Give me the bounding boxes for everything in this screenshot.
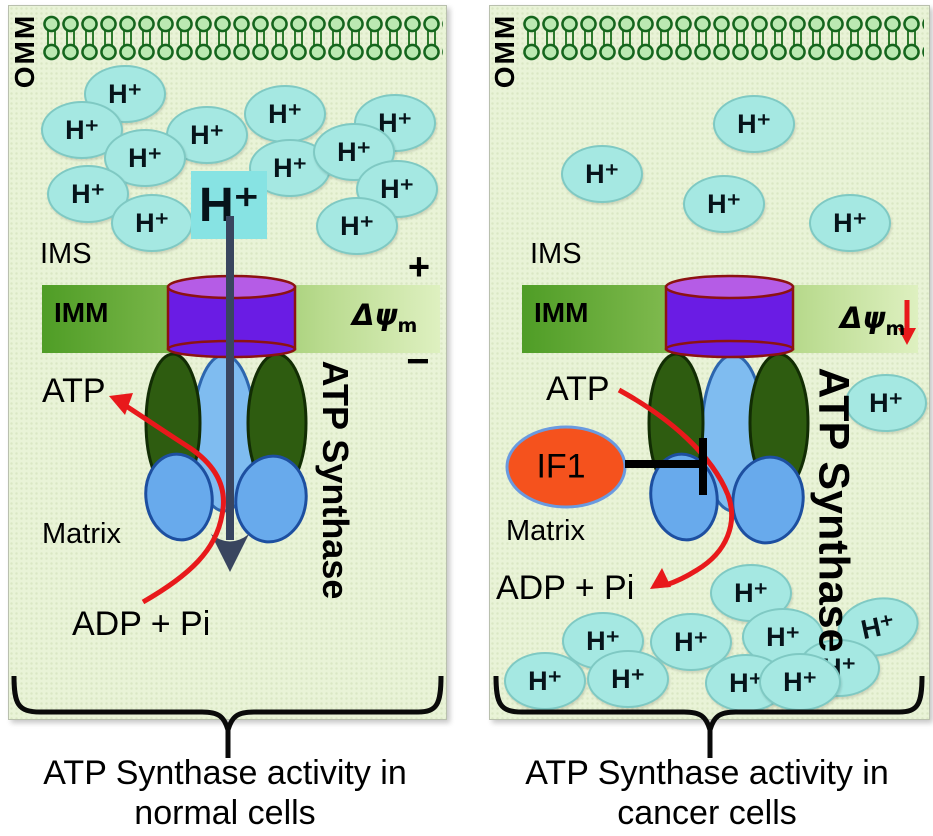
atp-label-normal: ATP	[42, 372, 106, 410]
outer-membrane-normal	[42, 14, 443, 62]
minus-sign: −	[406, 339, 430, 384]
caption-normal-line2: normal cells	[134, 794, 316, 832]
delta-psi-label-normal: Δψm	[352, 298, 417, 337]
h-plus-ion: H⁺	[111, 194, 193, 252]
omm-label-normal: OMM	[9, 13, 40, 89]
caption-normal: ATP Synthase activity in normal cells	[43, 753, 406, 833]
h-plus-ion: H⁺	[313, 123, 395, 181]
caption-cancer: ATP Synthase activity in cancer cells	[525, 753, 888, 833]
imm-label-cancer: IMM	[534, 297, 589, 328]
caption-cancer-line1: ATP Synthase activity in	[525, 754, 889, 792]
h-plus-ion: H⁺	[244, 85, 326, 143]
h-plus-ion: H⁺	[683, 175, 765, 233]
caption-cancer-line2: cancer cells	[617, 794, 797, 832]
h-plus-ion: H⁺	[713, 95, 795, 153]
h-plus-ion: H⁺	[84, 65, 166, 123]
delta-psi-symbol: Δψ	[352, 298, 398, 332]
caption-normal-line1: ATP Synthase activity in	[43, 754, 407, 792]
omm-label-cancer: OMM	[489, 13, 520, 89]
h-plus-ion: H⁺	[561, 145, 643, 203]
matrix-label-normal: Matrix	[42, 518, 121, 550]
atp-synthase-rotated-label-cancer: ATP Synthase	[809, 367, 858, 653]
adp-pi-label-cancer: ADP + Pi	[496, 569, 635, 607]
ims-label-normal: IMS	[40, 238, 92, 270]
delta-psi-symbol: Δψ	[840, 301, 886, 335]
atp-synthase-rotated-label-normal: ATP Synthase	[315, 360, 356, 600]
delta-psi-label-cancer: Δψm	[840, 301, 905, 340]
matrix-label-cancer: Matrix	[506, 515, 585, 547]
if1-label: IF1	[536, 447, 586, 486]
atp-label-cancer: ATP	[546, 370, 610, 408]
h-plus-ion: H⁺	[191, 171, 267, 239]
h-plus-ion: H⁺	[316, 197, 398, 255]
h-plus-ion: H⁺	[759, 653, 841, 711]
imm-label-normal: IMM	[54, 297, 109, 328]
h-plus-ion: H⁺	[504, 652, 586, 710]
adp-pi-label-normal: ADP + Pi	[72, 605, 211, 643]
ims-label-cancer: IMS	[530, 238, 582, 270]
delta-psi-subscript: m	[885, 317, 906, 340]
outer-membrane-cancer	[522, 14, 924, 62]
plus-sign: +	[407, 246, 431, 289]
h-plus-ion: H⁺	[47, 165, 129, 223]
h-plus-ion: H⁺	[809, 194, 891, 252]
delta-psi-subscript: m	[397, 314, 418, 337]
h-plus-ion: H⁺	[41, 101, 123, 159]
h-plus-ion: H⁺	[587, 650, 669, 708]
h-plus-ion: H⁺	[845, 374, 927, 432]
